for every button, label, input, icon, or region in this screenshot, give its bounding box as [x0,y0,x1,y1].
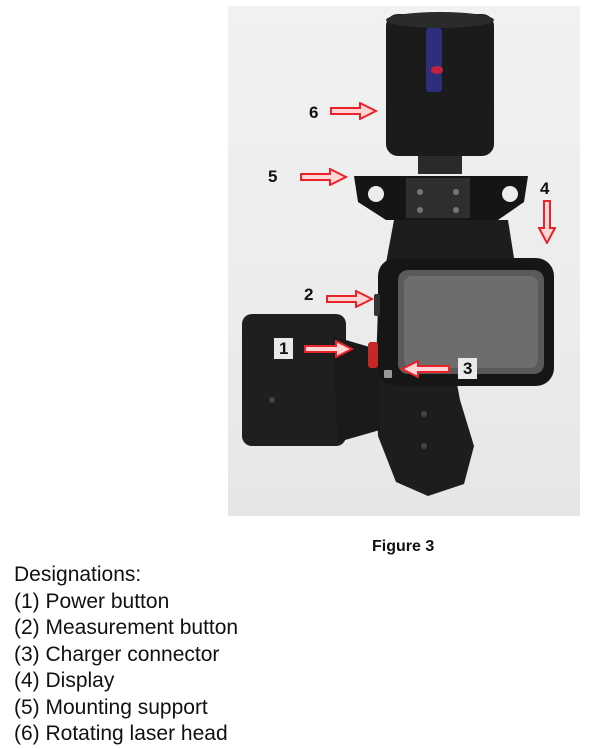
legend-heading: Designations: [14,563,142,586]
display-unit [378,258,554,386]
callout-arrow-4 [538,200,556,244]
battery-pack [242,314,346,446]
mounting-support [354,176,528,220]
laser-scanner-illustration [242,12,554,496]
legend-item-rotating-laser-head: (6) Rotating laser head [14,722,228,745]
callout-label-4: 4 [540,179,550,198]
power-button [368,342,378,368]
device-photo [228,6,580,516]
legend-item-mounting-support: (5) Mounting support [14,695,208,719]
charger-connector [384,370,392,378]
rotating-laser-head [386,12,494,174]
designations-legend: Designations: (1) Power button (2) Measu… [14,562,238,748]
callout-arrow-5 [300,168,348,186]
callout-label-1: 1 [274,338,294,359]
legend-item-display: (4) Display [14,669,115,692]
legend-item-power-button: (1) Power button [14,589,170,613]
callout-label-5: 5 [268,167,278,186]
legend-item-charger-connector: (3) Charger connector [14,642,220,666]
callout-arrow-2 [326,290,374,308]
callout-label-2: 2 [304,285,314,304]
measurement-button [374,294,380,316]
callout-arrow-3 [400,360,450,378]
callout-label-3: 3 [458,358,478,379]
figure-caption: Figure 3 [372,538,435,555]
callout-arrow-6 [330,102,378,120]
callout-label-6: 6 [309,103,319,122]
legend-item-measurement-button: (2) Measurement button [14,616,239,639]
callout-arrow-1 [304,340,354,358]
